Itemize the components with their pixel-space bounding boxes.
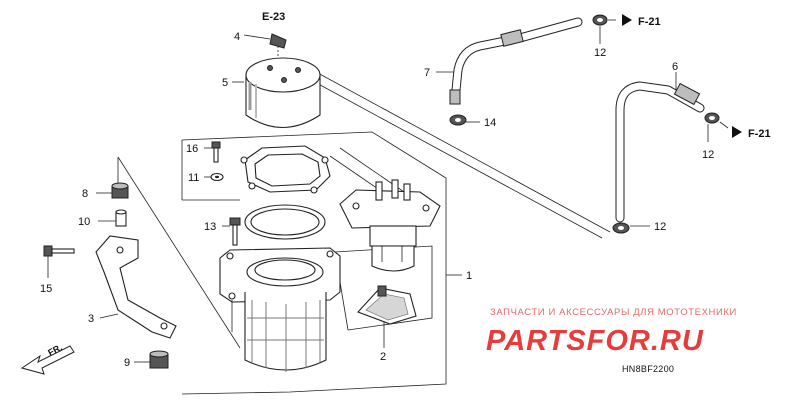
part-12-clamp-top [592,14,616,44]
o-ring [244,204,326,240]
callout-8: 8 [82,188,88,200]
part-9-grommet [134,350,169,369]
part-15-bolt [43,245,75,278]
part-7-hose [436,17,583,105]
watermark-caption: ЗАПЧАСТИ И АКСЕССУАРЫ ДЛЯ МОТОТЕХНИКИ [490,307,737,318]
callout-7: 7 [424,67,430,79]
ref-f21-top: F-21 [638,16,661,28]
part-4-cap [243,33,287,49]
part-5-cover [232,57,321,129]
part-12-clamp-bottom [612,222,650,234]
fuel-pump-unit [339,179,441,272]
diagram-code: HN8BF2200 [622,364,674,374]
callout-1: 1 [466,270,472,282]
ref-e23: E-23 [262,11,285,23]
fuel-pump-body [219,247,341,372]
callout-16: 16 [186,143,198,155]
callout-3: 3 [88,313,94,325]
callout-14: 14 [484,117,496,129]
part-13-bolt [222,217,241,246]
leader-lines [277,38,611,239]
callout-12-top: 12 [594,47,606,59]
part-11-washer [204,172,224,182]
callout-5: 5 [222,77,228,89]
callout-15: 15 [40,283,52,295]
part-14-clamp [449,114,480,126]
callout-12-bottom: 12 [654,221,666,233]
ref-f21-top-arrow [622,14,632,26]
retainer-plate [240,145,331,194]
callout-9: 9 [124,357,130,369]
callout-12-right: 12 [702,149,714,161]
watermark-brand: PARTSFOR.RU [486,325,704,357]
part-8-grommet [96,182,129,199]
callout-13: 13 [204,221,216,233]
front-arrow-icon: FR. [20,342,75,375]
callout-10: 10 [78,216,90,228]
callout-6: 6 [672,61,678,73]
part-10-collar [98,209,127,227]
part-12-clamp-right [704,112,729,142]
ref-f21-right: F-21 [748,128,771,140]
ref-f21-right-arrow [732,126,742,138]
part-6-hose [615,72,705,223]
part-2-strainer [357,285,417,325]
part-16-bolt [204,141,221,163]
callout-2: 2 [380,351,386,363]
callout-4: 4 [234,31,240,43]
callout-11: 11 [188,172,199,184]
part-3-bracket [95,235,177,339]
